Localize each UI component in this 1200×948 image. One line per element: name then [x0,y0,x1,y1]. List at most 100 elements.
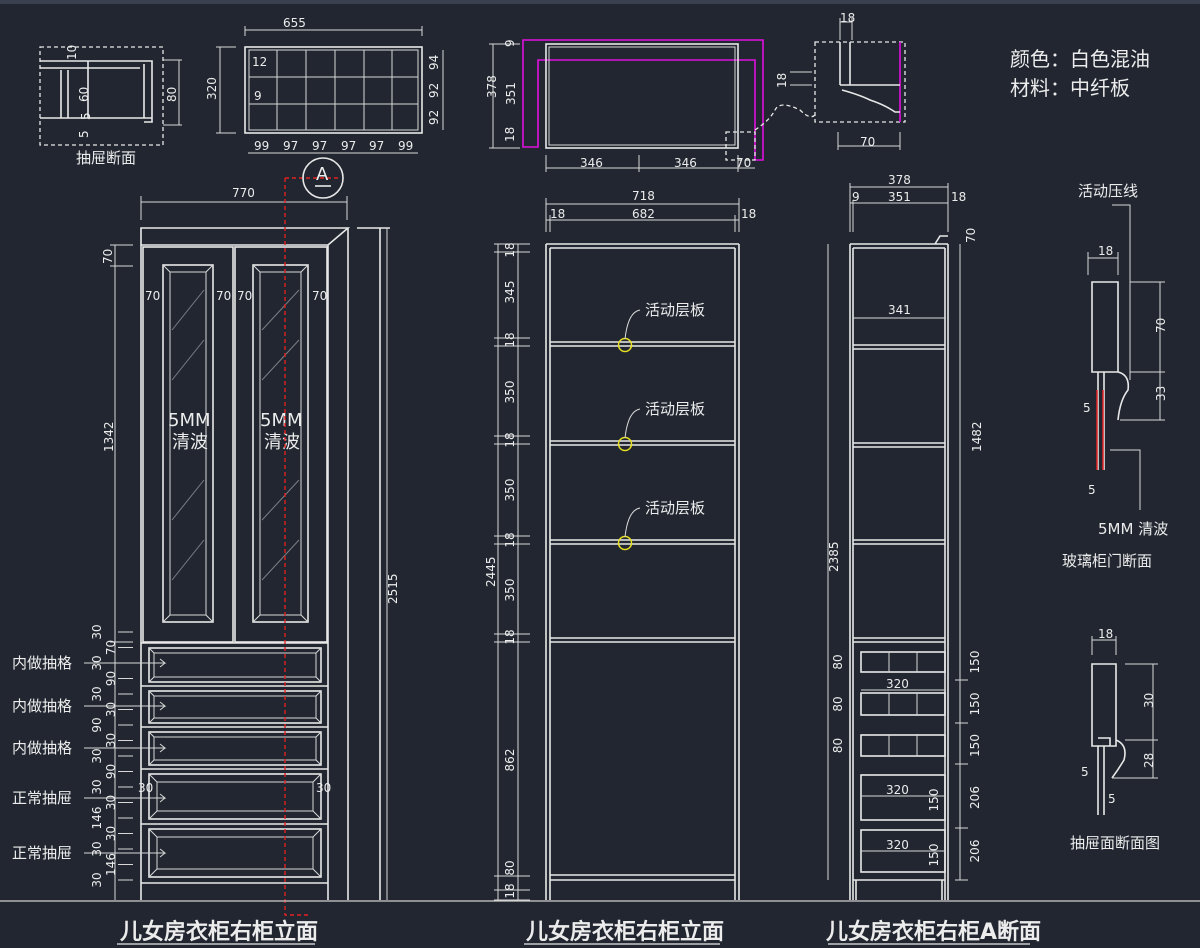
drawer-section-title: 抽屉断面 [76,149,136,167]
leader-line [624,408,641,439]
drawer-box [860,774,946,821]
dim: 30 [1142,693,1156,708]
dim: 2515 [386,573,400,604]
dim: 80 [831,654,845,669]
drawer-grid: 655 320 12 9 94 92 92 99 97 97 97 97 99 [205,16,444,154]
dim: 94 [427,55,441,70]
section-marker[interactable] [302,157,344,199]
note-material: 材料：中纤板 [1010,76,1130,100]
dim: 18 [503,332,517,347]
shelf [853,442,945,448]
dim: 718 [632,189,655,203]
dim: 346 [580,156,603,170]
dim: 320 [886,783,909,797]
glass-label: 5MM 清波 [1098,520,1168,538]
drawer-bevel [148,828,322,878]
dim: 92 [427,110,441,125]
dim: 9 [254,89,262,103]
leader-arrow-icon [84,701,167,711]
dim: 30 [90,624,104,639]
drawer-front [148,690,322,724]
shelf [550,341,735,347]
shelf [853,344,945,350]
dim: 70 [101,249,115,264]
dim: 350 [503,579,517,602]
dim: 350 [503,381,517,404]
dim: 30 [90,748,104,763]
shelf-label: 活动层板 [645,400,705,418]
shelf [550,637,735,643]
drawer-divider [888,735,918,756]
drawer-divider [888,693,918,715]
drawer-label: 内做抽格 [12,739,72,757]
dim: 28 [1142,753,1156,768]
dim: 655 [283,16,306,30]
dim: 92 [427,83,441,98]
dim: 2445 [484,556,498,587]
dim: 18 [503,883,517,898]
shelf-pin-marker [617,337,633,353]
dim: 97 [369,139,384,153]
dim: 18 [503,532,517,547]
dim: 341 [888,303,911,317]
dim: 70 [104,640,118,655]
shelf-label: 活动层板 [645,499,705,517]
glass-label: 5MM [168,410,211,431]
dim: 320 [205,77,219,100]
dim: 60 [77,87,91,102]
dim: 33 [1154,386,1168,401]
drawer-bevel [148,647,322,683]
dim: 5 [1083,401,1091,415]
shelf-pin-marker [617,436,633,452]
top-bar [0,0,1200,4]
dim: 9 [503,39,517,47]
drawing-title-middle: 儿女房衣柜右柜立面 [525,919,724,945]
leader-line [624,507,641,538]
drawer-face-detail: 18 30 28 5 5 抽屉面断面图 [1070,627,1160,852]
dim: 862 [503,749,517,772]
dim: 320 [886,677,909,691]
drawer-panel [153,695,317,719]
dim: 30 [90,841,104,856]
dim: 346 [674,156,697,170]
dim: 80 [503,860,517,875]
leader-line [624,309,641,340]
dim: 10 [65,45,79,60]
section-marker-label: A [316,164,329,185]
glass-label: 5MM [260,410,303,431]
plinth [853,879,945,900]
dim: 18 [503,432,517,447]
drawer-front [148,828,322,878]
plan-view: 378 351 18 9 346 346 70 [485,39,816,172]
dim: 378 [888,173,911,187]
drawing-title-left: 儿女房衣柜右柜立面 [119,919,318,945]
left-elevation: 770 5MM 清波 5MM 清波 70 70 70 70 70 1342 25… [12,157,400,916]
dim: 146 [104,853,118,876]
dim: 18 [741,207,756,221]
dim: 206 [968,840,982,863]
dim: 150 [927,789,941,812]
dim: 206 [968,786,982,809]
drawer-panel [153,736,317,761]
dim: 5 [1108,792,1116,806]
detail-title: 抽屉面断面图 [1070,834,1160,852]
drawer-bevel [148,773,322,820]
dim: 80 [165,87,179,102]
dim: 30 [90,779,104,794]
dim: 18 [1098,244,1113,258]
detail-title: 玻璃柜门断面 [1062,552,1152,570]
dim: 18 [503,629,517,644]
dim: 30 [104,702,118,717]
dim: 99 [398,139,413,153]
shelf [550,539,735,545]
dim: 30 [90,686,104,701]
section-shelves [853,344,945,643]
dim: 320 [886,838,909,852]
dim: 150 [927,844,941,867]
trim-detail: 18 18 70 [775,11,906,150]
dim: 18 [840,11,855,25]
drawer-box [860,692,946,716]
callout-label: 活动压线 [1078,182,1138,200]
glass-label: 清波 [172,432,208,453]
